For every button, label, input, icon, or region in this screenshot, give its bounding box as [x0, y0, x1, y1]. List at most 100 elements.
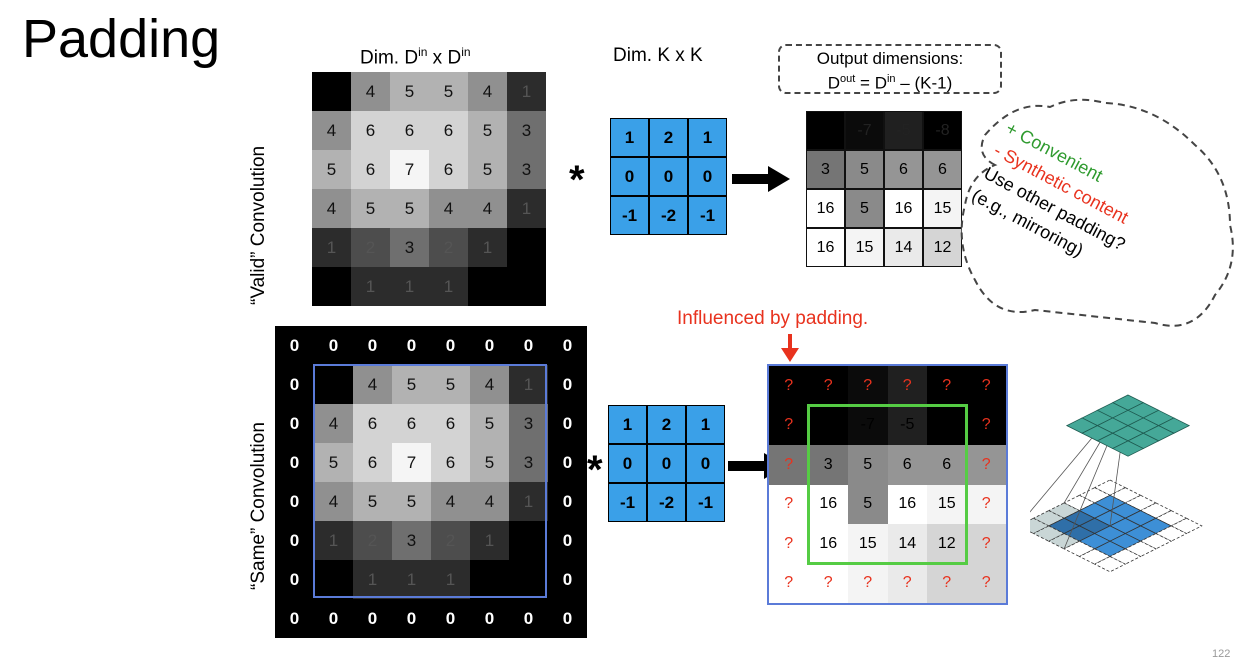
unknown-output-cell: ?	[808, 563, 848, 603]
same-convolution-label: “Same” Convolution	[248, 422, 269, 590]
output-cell: 16	[887, 484, 927, 524]
input-cell: 6	[390, 111, 429, 150]
input-cell	[468, 267, 507, 306]
input-cell: 5	[314, 443, 353, 482]
same-output-frame	[767, 364, 1008, 605]
output-cell: 12	[927, 524, 967, 564]
padding-cell: 0	[548, 521, 587, 560]
input-cell: 1	[351, 267, 390, 306]
unknown-output-cell: ?	[966, 366, 1006, 406]
input-cell: 5	[468, 150, 507, 189]
kernel-cell: -1	[608, 483, 647, 522]
input-cell: 5	[429, 72, 468, 111]
input-cell: 2	[431, 521, 470, 560]
unknown-output-cell: ?	[966, 484, 1006, 524]
padding-cell: 0	[548, 326, 587, 365]
input-cell: 2	[351, 228, 390, 267]
output-cell: 5	[848, 484, 888, 524]
input-cell: 5	[470, 443, 509, 482]
input-cell: 3	[392, 521, 431, 560]
padding-cell: 0	[431, 599, 470, 638]
input-cell	[509, 560, 548, 599]
input-cell: 4	[429, 189, 468, 228]
padding-cell: 0	[470, 326, 509, 365]
output-cell: -7	[845, 111, 884, 150]
output-cell: 6	[923, 150, 962, 189]
output-dimensions-box: Output dimensions: Dout = Din – (K-1)	[778, 44, 1002, 94]
kernel-dimension-header: Dim. K x K	[613, 45, 703, 66]
padding-cell: 0	[275, 326, 314, 365]
unknown-output-cell: ?	[769, 405, 809, 445]
input-cell	[509, 521, 548, 560]
valid-convolution-label: “Valid” Convolution	[248, 145, 269, 305]
output-cell: -5	[884, 111, 923, 150]
output-cell	[806, 111, 845, 150]
input-cell: 5	[470, 404, 509, 443]
output-cell: 14	[884, 228, 923, 267]
padding-cell: 0	[509, 599, 548, 638]
input-cell: 1	[392, 560, 431, 599]
output-cell: 6	[887, 445, 927, 485]
input-cell: 5	[390, 189, 429, 228]
input-cell: 3	[507, 150, 546, 189]
unknown-output-cell: ?	[887, 366, 927, 406]
input-cell	[314, 365, 353, 404]
input-cell: 5	[392, 482, 431, 521]
output-cell: -8	[923, 111, 962, 150]
input-dimension-header: Dim. Din x Din	[360, 45, 471, 69]
output-cell: 15	[923, 189, 962, 228]
input-cell: 1	[431, 560, 470, 599]
output-dimensions-formula: Dout = Din – (K-1)	[827, 73, 953, 93]
valid-region-frame	[807, 404, 968, 565]
padding-cell: 0	[275, 482, 314, 521]
unknown-output-cell: ?	[966, 445, 1006, 485]
padding-cell: 0	[392, 599, 431, 638]
unknown-output-cell: ?	[966, 524, 1006, 564]
padding-cell: 0	[548, 404, 587, 443]
unknown-output-cell: ?	[769, 366, 809, 406]
output-cell: 6	[884, 150, 923, 189]
unknown-output-cell: ?	[848, 563, 888, 603]
padding-cell: 0	[275, 599, 314, 638]
padding-cell: 0	[392, 326, 431, 365]
input-cell: 5	[468, 111, 507, 150]
output-cell: -8	[927, 405, 967, 445]
padding-cell: 0	[314, 326, 353, 365]
input-cell: 1	[509, 365, 548, 404]
output-cell: 15	[848, 524, 888, 564]
input-cell: 3	[507, 111, 546, 150]
input-cell: 4	[470, 482, 509, 521]
padding-cell: 0	[548, 365, 587, 404]
padding-cell: 0	[275, 560, 314, 599]
kernel-cell: 0	[610, 157, 649, 196]
unknown-output-cell: ?	[769, 563, 809, 603]
padding-cell: 0	[275, 404, 314, 443]
input-cell	[312, 267, 351, 306]
page-number: 122	[1212, 648, 1231, 660]
input-cell: 2	[429, 228, 468, 267]
kernel-cell: 0	[686, 444, 725, 483]
output-cell: 3	[808, 445, 848, 485]
padding-cell: 0	[548, 560, 587, 599]
unknown-output-cell: ?	[966, 563, 1006, 603]
output-cell	[808, 405, 848, 445]
output-cell: 5	[848, 445, 888, 485]
unknown-output-cell: ?	[966, 405, 1006, 445]
input-cell: 5	[392, 365, 431, 404]
input-cell: 6	[353, 443, 392, 482]
input-cell: 6	[431, 404, 470, 443]
input-cell: 7	[390, 150, 429, 189]
input-cell: 6	[353, 404, 392, 443]
padding-cell: 0	[353, 599, 392, 638]
kernel-cell: -2	[649, 196, 688, 235]
padding-cell: 0	[470, 599, 509, 638]
output-cell: 16	[806, 189, 845, 228]
slide-title: Padding	[22, 9, 221, 69]
input-cell: 1	[390, 267, 429, 306]
input-cell: 4	[353, 365, 392, 404]
kernel-cell: -1	[688, 196, 727, 235]
output-cell: 5	[845, 189, 884, 228]
unknown-output-cell: ?	[887, 563, 927, 603]
